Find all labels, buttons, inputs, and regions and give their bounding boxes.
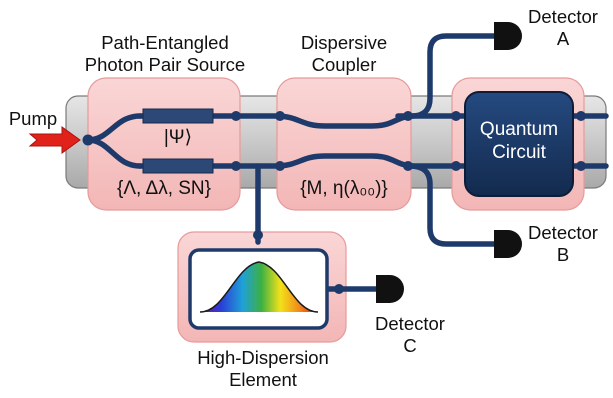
node [275, 161, 285, 171]
detector-b-label-line2: B [556, 244, 570, 265]
quantum-circuit-line2: Circuit [492, 142, 546, 163]
node [231, 161, 241, 171]
psi-label: |Ψ⟩ [163, 127, 193, 148]
quantum-circuit-label: Quantum Circuit [465, 118, 573, 164]
source-label: Path-Entangled Photon Pair Source [70, 32, 260, 76]
source-label-line2: Photon Pair Source [84, 54, 246, 75]
waveguide-nodes [82, 111, 586, 294]
detector-b-label-line1: Detector [528, 222, 598, 243]
coupler-box [276, 77, 412, 211]
detector-c-label-line1: Detector [375, 313, 445, 334]
pump-label: Pump [8, 108, 58, 129]
hde-label-line2: Element [229, 369, 297, 390]
detector-c-label: Detector C [360, 313, 460, 357]
hde-label: High-Dispersion Element [168, 347, 358, 391]
node [275, 111, 285, 121]
quantum-circuit-line1: Quantum [479, 119, 559, 140]
detector-b-icon [494, 230, 522, 258]
coupler-label: Dispersive Coupler [278, 32, 410, 76]
node [451, 111, 461, 121]
detector-a-icon [494, 22, 522, 50]
node [82, 134, 94, 146]
node [334, 284, 344, 294]
detector-c-label-line2: C [403, 335, 417, 356]
quantum-circuit-box [464, 91, 574, 197]
detector-b-label: Detector B [515, 222, 611, 266]
node [576, 111, 586, 121]
waveguide-to-detector-b [407, 163, 499, 247]
pump-arrow-icon [28, 126, 81, 154]
node [231, 111, 241, 121]
waveguide-input-lower [85, 137, 143, 169]
source-bar-upper [142, 108, 214, 124]
node [403, 111, 413, 121]
spectrum-curve [199, 261, 319, 313]
detector-c-icon [376, 275, 404, 303]
coupler-label-line1: Dispersive [300, 32, 388, 53]
spectrum-fill [200, 262, 318, 312]
coupler-params: {M, η(λ₀₀)} [300, 178, 388, 199]
source-params: {Λ, Δλ, SN} [116, 178, 212, 199]
node [576, 161, 586, 171]
hde-label-line1: High-Dispersion [197, 347, 329, 368]
waveguide-to-detector-a [395, 33, 499, 119]
coupler-label-line2: Coupler [311, 54, 377, 75]
source-bar-lower [142, 158, 214, 174]
node [451, 161, 461, 171]
detector-a-label-line2: A [556, 28, 570, 49]
detector-a-label-line1: Detector [528, 6, 598, 27]
detector-a-label: Detector A [515, 6, 611, 50]
source-label-line1: Path-Entangled [101, 32, 229, 53]
node [403, 161, 413, 171]
node [253, 230, 263, 240]
